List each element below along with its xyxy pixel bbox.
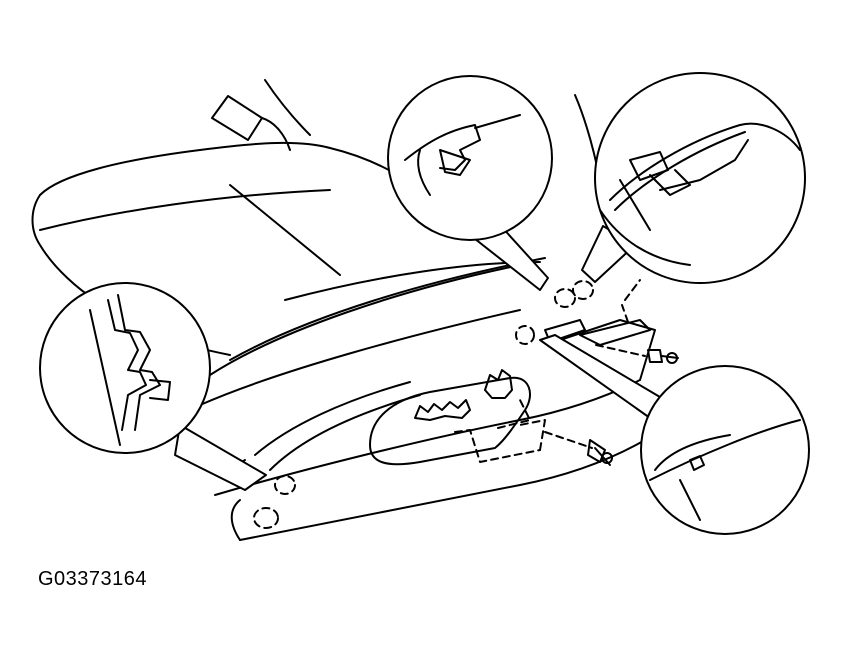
hidden-clip-lines xyxy=(254,280,645,528)
figure-code-label: G03373164 xyxy=(38,568,148,590)
callout-top-right-detail xyxy=(582,73,805,283)
callout-left-detail xyxy=(40,283,266,490)
callout-top-middle-detail xyxy=(388,76,552,290)
screw-2-icon xyxy=(648,350,678,363)
callout-bottom-right-detail xyxy=(540,335,809,534)
screw-1-icon xyxy=(588,440,612,465)
